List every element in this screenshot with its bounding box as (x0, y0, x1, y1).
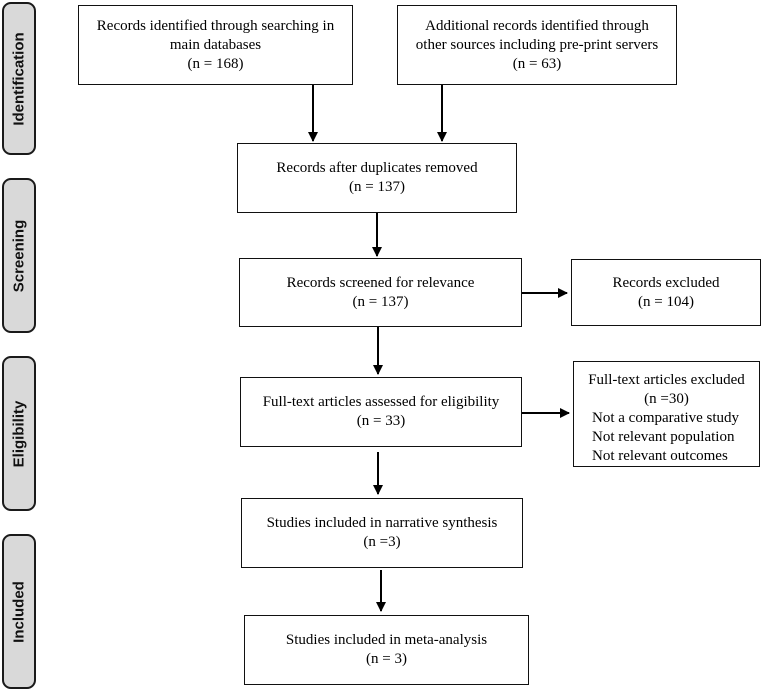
databases-count: (n = 168) (187, 55, 244, 72)
exclusion-reason: Not a comparative study (592, 410, 740, 426)
duplicates-count: (n = 137) (349, 179, 405, 195)
records-excluded-line1: Records excluded (612, 274, 720, 291)
meta-analysis-count: (n = 3) (366, 651, 407, 667)
box-duplicates-removed: Records after duplicates removed (n = 13… (237, 143, 517, 213)
databases-line1: Records identified through searching in (96, 17, 335, 34)
duplicates-line1: Records after duplicates removed (276, 160, 478, 176)
other-sources-line2: other sources including pre-print server… (415, 36, 659, 53)
box-records-screened: Records screened for relevance (n = 137) (239, 258, 522, 327)
box-full-text-excluded: Full-text articles excluded (n =30) Not … (573, 361, 760, 467)
box-full-text-assessed: Full-text articles assessed for eligibil… (240, 377, 522, 447)
screened-count: (n = 137) (352, 293, 409, 310)
records-excluded-count: (n = 104) (638, 293, 694, 310)
narrative-line1: Studies included in narrative synthesis (266, 515, 498, 531)
box-records-databases: Records identified through searching in … (78, 5, 353, 85)
phase-included: Included (2, 534, 36, 689)
exclusion-reason: Not relevant population (592, 429, 735, 445)
box-narrative-synthesis: Studies included in narrative synthesis … (241, 498, 523, 568)
exclusion-reasons-list: Not a comparative study Not relevant pop… (580, 409, 739, 466)
meta-analysis-line1: Studies included in meta-analysis (285, 632, 488, 648)
box-meta-analysis: Studies included in meta-analysis (n = 3… (244, 615, 529, 685)
full-text-excluded-count: (n =30) (644, 391, 689, 407)
full-text-excluded-line1: Full-text articles excluded (588, 372, 745, 388)
phase-screening: Screening (2, 178, 36, 333)
narrative-count: (n =3) (363, 534, 401, 550)
box-records-excluded: Records excluded (n = 104) (571, 259, 761, 326)
other-sources-line1: Additional records identified through (425, 17, 649, 34)
screened-line1: Records screened for relevance (286, 274, 475, 291)
full-text-assessed-line1: Full-text articles assessed for eligibil… (262, 394, 500, 410)
full-text-assessed-count: (n = 33) (356, 413, 406, 429)
box-records-other-sources: Additional records identified through ot… (397, 5, 677, 85)
phase-identification: Identification (2, 2, 36, 155)
other-sources-count: (n = 63) (512, 55, 562, 72)
phase-eligibility: Eligibility (2, 356, 36, 511)
databases-line2: main databases (169, 36, 262, 53)
exclusion-reason: Not relevant outcomes (592, 448, 728, 464)
